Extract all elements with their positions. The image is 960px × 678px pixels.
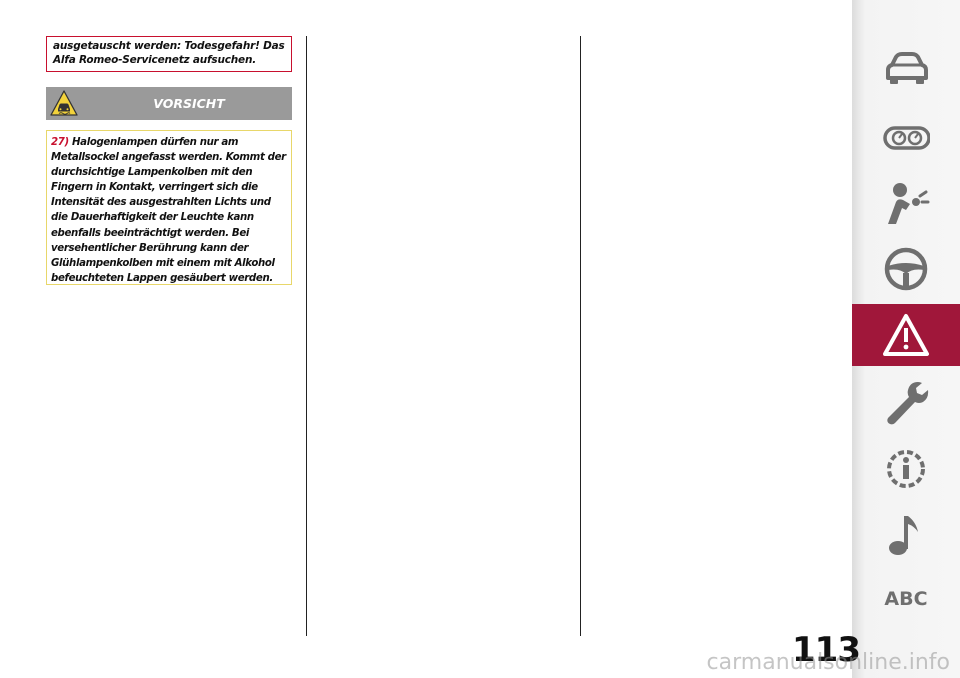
car-icon	[886, 52, 928, 84]
sidebar-item-instruments[interactable]	[852, 106, 960, 168]
warning-triangle-icon	[883, 314, 929, 356]
column-divider-2	[580, 36, 581, 636]
airbag-safety-icon	[888, 183, 930, 224]
warning-note-text: ausgetauscht werden: Todesgefahr! Das Al…	[53, 40, 285, 66]
watermark: carmanualsonline.info	[706, 650, 950, 675]
wrench-icon	[887, 382, 929, 425]
sidebar-item-maintenance[interactable]	[852, 370, 960, 432]
caution-car-icon	[50, 90, 78, 116]
warning-note-box: ausgetauscht werden: Todesgefahr! Das Al…	[46, 36, 292, 72]
sidebar-item-vehicle[interactable]	[852, 40, 960, 102]
sidebar-item-multimedia[interactable]	[852, 502, 960, 564]
sidebar-item-technical-data[interactable]	[852, 436, 960, 498]
sidebar-item-driving[interactable]	[852, 238, 960, 300]
music-note-icon	[889, 516, 918, 555]
caution-text: Halogenlampen dürfen nur am Metallsockel…	[51, 137, 286, 284]
vorsicht-title: VORSICHT	[153, 96, 225, 111]
info-gear-icon	[887, 450, 925, 488]
caution-note-box: 27) Halogenlampen dürfen nur am Metallso…	[46, 130, 292, 285]
steering-wheel-icon	[884, 247, 928, 291]
sidebar-item-index[interactable]: ABC	[884, 588, 928, 610]
sidebar-item-emergency[interactable]	[852, 304, 960, 366]
sidebar-item-safety[interactable]	[852, 172, 960, 234]
caution-number: 27)	[51, 137, 69, 148]
chapter-sidebar: ABC	[852, 0, 960, 678]
vorsicht-header: VORSICHT	[46, 87, 292, 120]
page-number: 113	[792, 630, 861, 670]
column-divider-1	[306, 36, 307, 636]
instrument-panel-icon	[883, 126, 930, 150]
